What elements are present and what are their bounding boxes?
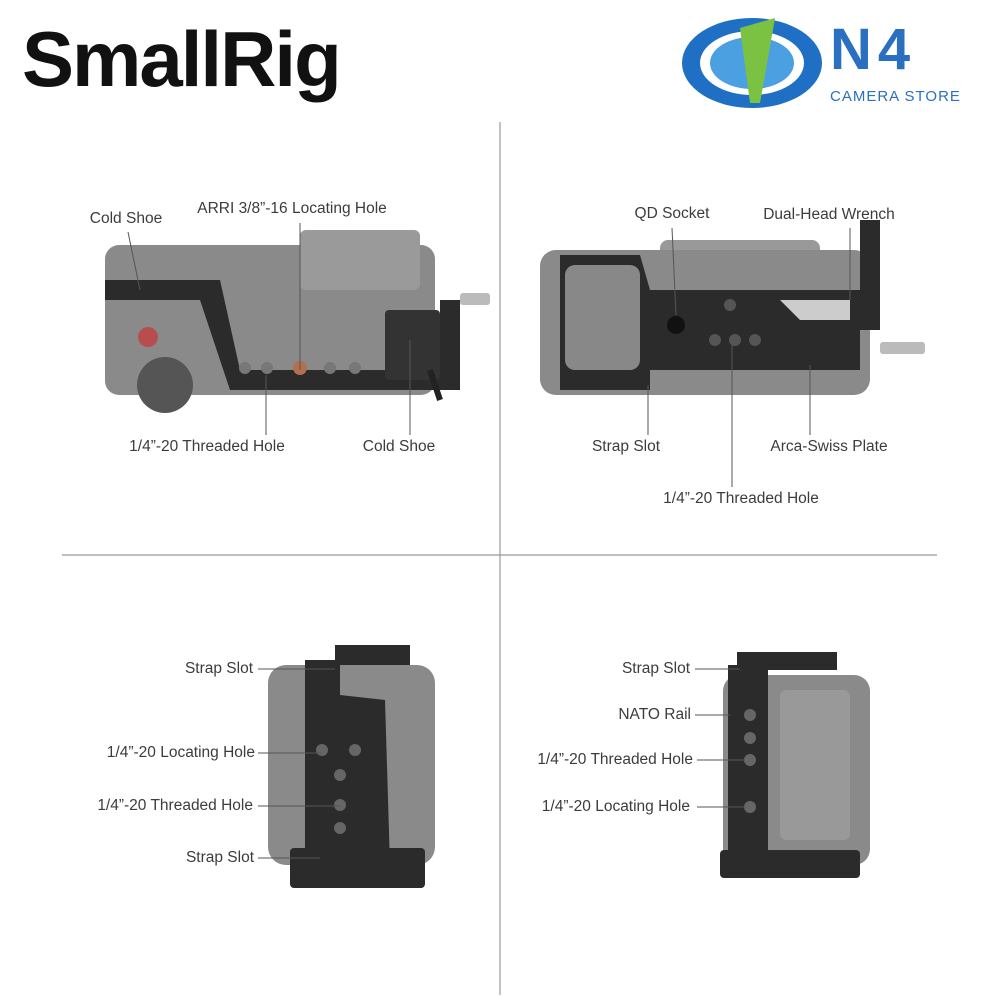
back-view-image — [540, 220, 925, 395]
label-strap-slot-top: Strap Slot — [184, 660, 253, 677]
label-dual-head-wrench: Dual-Head Wrench — [763, 206, 895, 223]
label-qd-socket: QD Socket — [634, 205, 710, 222]
smallrig-logo: SmallRig — [22, 15, 342, 103]
right-side-view-image — [720, 652, 870, 878]
store-subtitle: CAMERA STORE — [830, 88, 961, 105]
left-side-leader-lines — [258, 668, 340, 859]
label-threaded-hole: 1/4”-20 Threaded Hole — [537, 751, 693, 768]
label-threaded-hole: 1/4”-20 Threaded Hole — [97, 797, 253, 814]
top-view-image — [105, 230, 490, 413]
label-locating-hole: 1/4”-20 Locating Hole — [541, 798, 690, 815]
label-cold-shoe-left: Cold Shoe — [89, 210, 163, 227]
label-nato-rail: NATO Rail — [618, 706, 691, 723]
label-locating-hole: 1/4”-20 Locating Hole — [106, 744, 255, 761]
globe-logo-icon — [682, 18, 822, 108]
n4-camera-store-logo: N4 CAMERA STORE — [680, 8, 990, 113]
label-threaded-hole: 1/4”-20 Threaded Hole — [663, 490, 819, 507]
right-side-leader-lines — [695, 668, 745, 808]
back-view-leader-lines — [647, 227, 851, 487]
label-threaded-hole: 1/4”-20 Threaded Hole — [129, 438, 285, 455]
top-view-leader-lines — [127, 223, 411, 435]
left-side-view-image — [268, 645, 435, 888]
label-arca-swiss-plate: Arca-Swiss Plate — [770, 438, 888, 455]
label-cold-shoe-right: Cold Shoe — [362, 438, 436, 455]
label-strap-slot: Strap Slot — [591, 438, 661, 455]
label-strap-slot: Strap Slot — [621, 660, 690, 677]
label-strap-slot-bottom: Strap Slot — [185, 849, 254, 866]
n4-logo-text: N4 — [830, 17, 917, 82]
label-arri-locating-hole: ARRI 3/8”-16 Locating Hole — [197, 200, 387, 217]
